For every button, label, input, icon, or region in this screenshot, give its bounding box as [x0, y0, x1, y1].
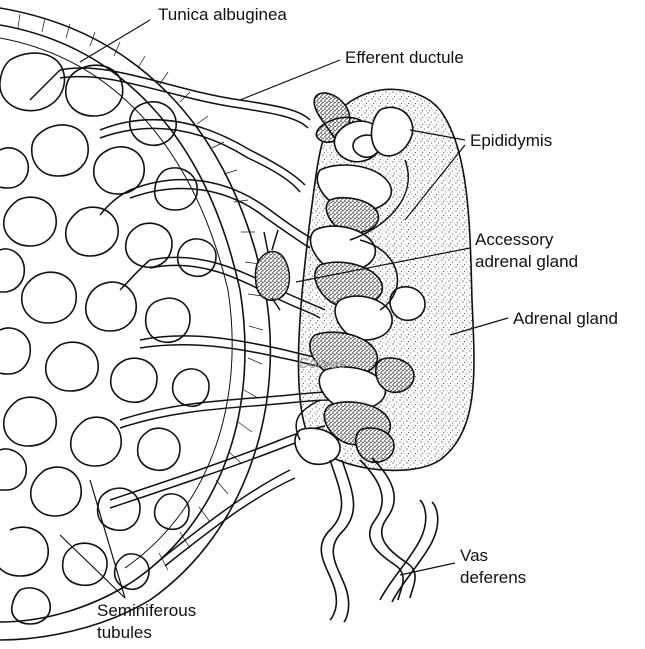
- label-accessory-adrenal-1: Accessory: [475, 230, 553, 250]
- vas-deferens: [321, 458, 437, 622]
- label-adrenal-gland: Adrenal gland: [513, 309, 618, 329]
- label-tunica-albuginea: Tunica albuginea: [158, 5, 287, 25]
- accessory-adrenal-gland: [255, 230, 289, 310]
- label-epididymis: Epididymis: [470, 131, 552, 151]
- leader-tunica: [80, 20, 150, 62]
- watermark: Corvus: [298, 355, 346, 372]
- label-efferent-ductule: Efferent ductule: [345, 48, 464, 68]
- label-accessory-adrenal-2: adrenal gland: [475, 252, 578, 272]
- testis: [0, 8, 270, 640]
- label-vas-deferens-2: deferens: [460, 568, 526, 588]
- label-seminiferous-1: Seminiferous: [97, 601, 196, 621]
- testis-outer-capsule: [0, 8, 270, 640]
- label-seminiferous-2: tubules: [97, 623, 152, 643]
- label-vas-deferens-1: Vas: [460, 546, 488, 566]
